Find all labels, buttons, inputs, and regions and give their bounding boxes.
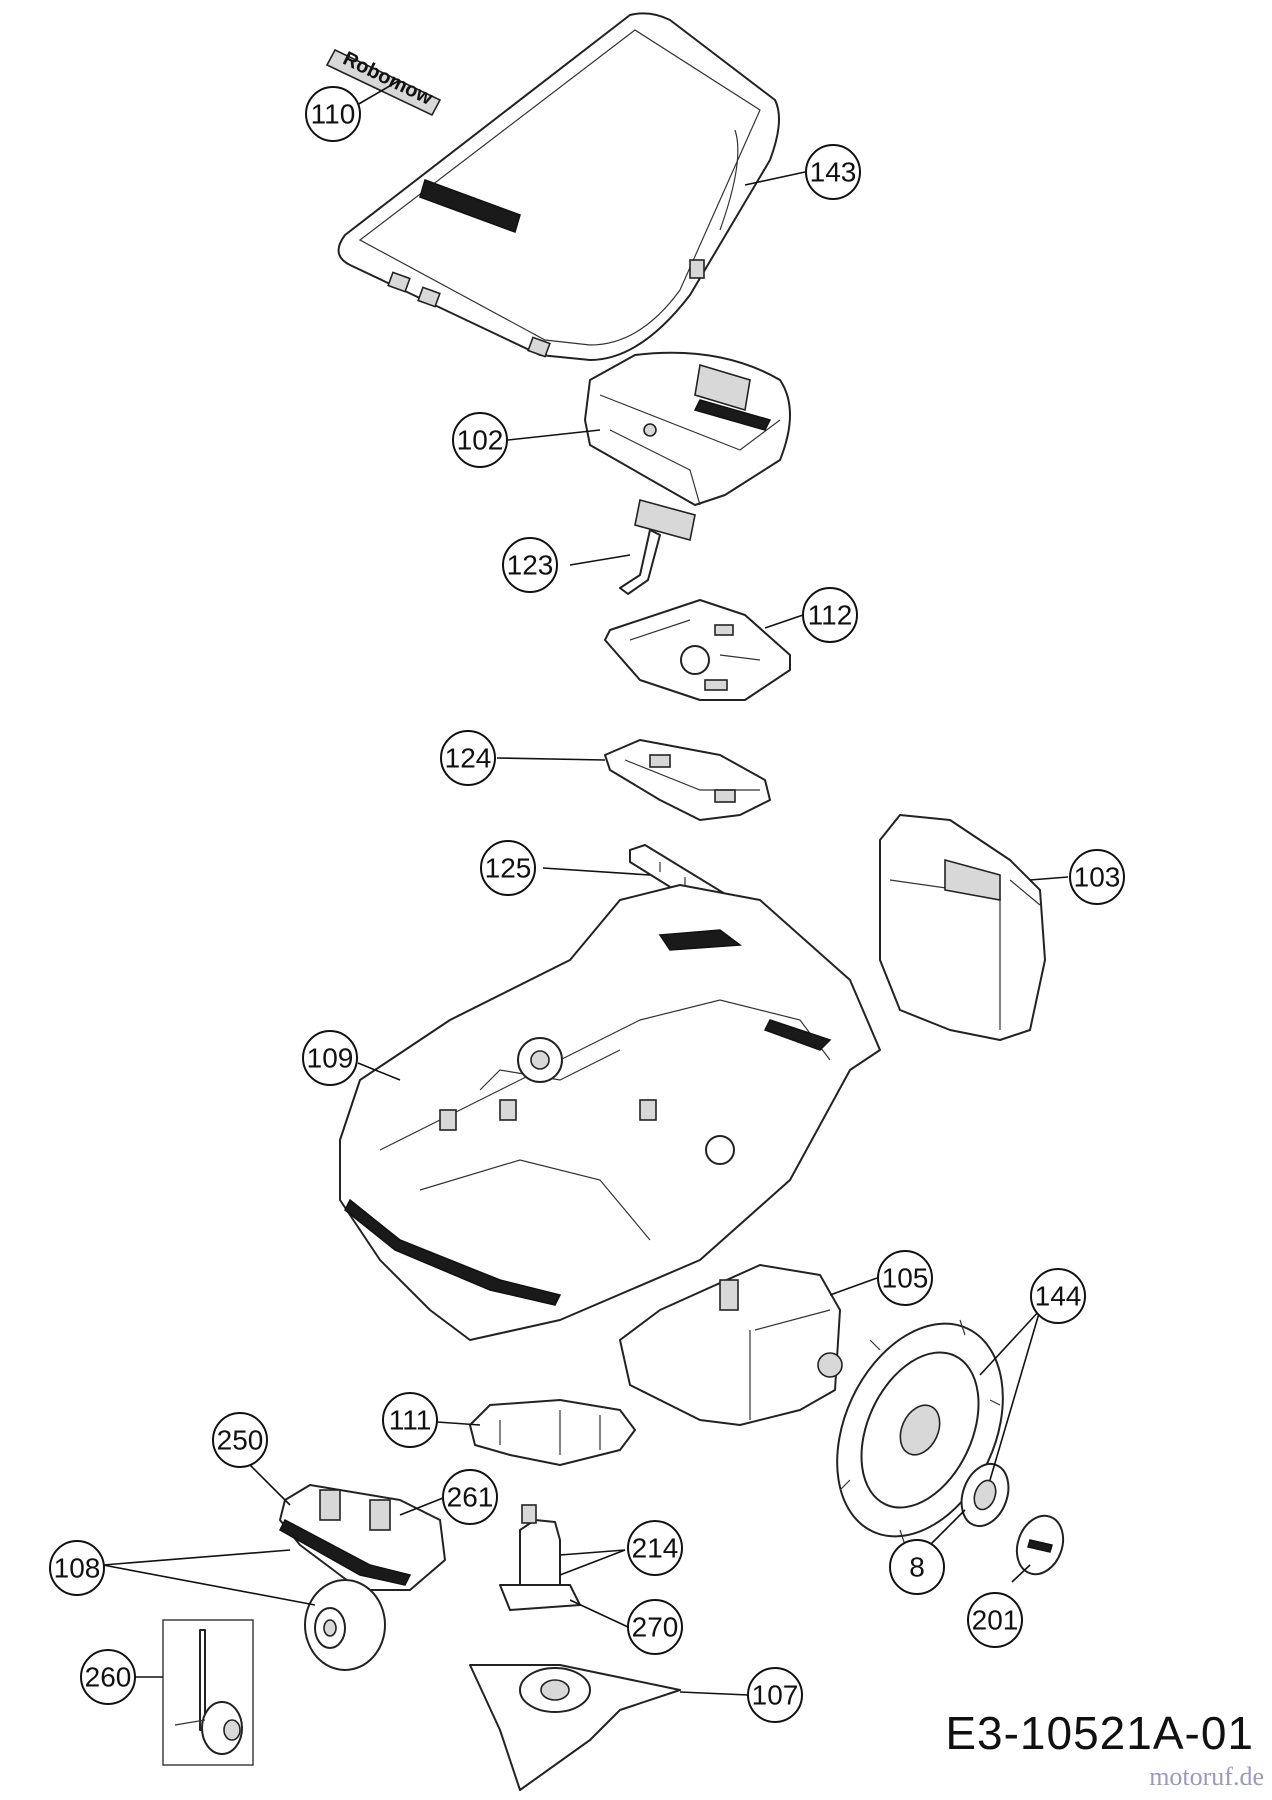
leader-214-b [559,1549,626,1576]
callout-107: 107 [747,1667,803,1723]
callout-125: 125 [480,840,536,896]
leader-123 [569,554,631,566]
callout-111: 111 [382,1392,438,1448]
callout-270: 270 [627,1599,683,1655]
part-107-cutting-blade [469,1664,681,1791]
leader-111 [436,1421,481,1426]
callout-143: 143 [805,144,861,200]
leader-125 [542,867,651,876]
leader-105 [829,1277,878,1296]
part-111-bracket-housing [469,1399,636,1466]
svg-text:110: 110 [311,99,356,130]
leader-112 [764,614,804,629]
leader-lines [102,79,1069,1696]
leader-214-a [559,1549,626,1556]
leader-144-b [989,1309,1041,1481]
callout-201: 201 [967,1592,1023,1648]
leader-143 [744,171,806,186]
callout-124: 124 [440,730,496,786]
part-108-front-wheel [304,1579,386,1671]
svg-text:109: 109 [307,1043,354,1074]
svg-text:111: 111 [389,1405,432,1436]
svg-text:103: 103 [1074,862,1121,893]
leader-107 [679,1691,749,1696]
drawing-code: E3-10521A-01 [945,1707,1254,1759]
part-124-board-tray [604,739,771,821]
svg-text:102: 102 [457,425,504,456]
leader-108-b [102,1564,316,1606]
svg-text:214: 214 [632,1533,679,1564]
part-103-battery-pack [879,814,1046,1041]
svg-text:8: 8 [909,1552,925,1583]
leader-124 [496,757,606,761]
svg-text:270: 270 [632,1612,679,1643]
callout-214: 214 [627,1520,683,1576]
svg-text:107: 107 [752,1680,799,1711]
part-109-chassis [339,884,881,1341]
leader-261 [399,1497,444,1516]
callout-105: 105 [877,1250,933,1306]
svg-text:124: 124 [445,743,492,774]
leader-144-a [979,1309,1041,1376]
svg-text:112: 112 [808,600,853,631]
part-260-caster [162,1619,254,1766]
leader-110 [356,79,401,106]
callout-109: 109 [302,1030,358,1086]
svg-text:201: 201 [972,1605,1019,1636]
svg-text:144: 144 [1035,1281,1082,1312]
leader-8 [929,1509,966,1546]
part-201-emblem [1015,1514,1065,1576]
part-102-control-housing [584,351,791,506]
callout-108: 108 [49,1540,105,1596]
callout-112: 112 [802,587,858,643]
callout-123: 123 [502,537,558,593]
part-8-hub-cap [960,1463,1010,1527]
leader-102 [507,429,601,441]
callout-250: 250 [212,1412,268,1468]
leader-108-a [102,1549,291,1566]
leader-201 [1011,1564,1031,1583]
svg-text:250: 250 [217,1425,264,1456]
callout-261: 261 [442,1469,498,1525]
leader-103 [1029,876,1069,881]
part-250-front-housing [279,1484,446,1591]
callout-110: 110 [305,86,361,142]
part-112-circuit-board [604,599,791,701]
callout-103: 103 [1069,849,1125,905]
svg-text:123: 123 [507,550,554,581]
callout-102: 102 [452,412,508,468]
part-214-blade-motor [499,1504,581,1611]
callout-260: 260 [80,1649,136,1705]
leader-109 [357,1062,401,1081]
callout-144: 144 [1030,1268,1086,1324]
svg-text:143: 143 [810,157,857,188]
part-144-drive-wheel [836,1319,1004,1546]
svg-text:108: 108 [54,1553,101,1584]
part-143-top-cover [337,12,780,361]
leader-250 [249,1464,291,1506]
part-123-flex-cable [619,499,696,595]
leader-270 [569,1599,629,1628]
callout-8: 8 [889,1539,945,1595]
svg-text:260: 260 [85,1662,132,1693]
part-105-drive-motor [619,1264,843,1426]
svg-text:125: 125 [485,853,532,884]
watermark: motoruf.de [1149,1762,1264,1791]
svg-text:261: 261 [447,1482,494,1513]
svg-text:105: 105 [882,1263,929,1294]
